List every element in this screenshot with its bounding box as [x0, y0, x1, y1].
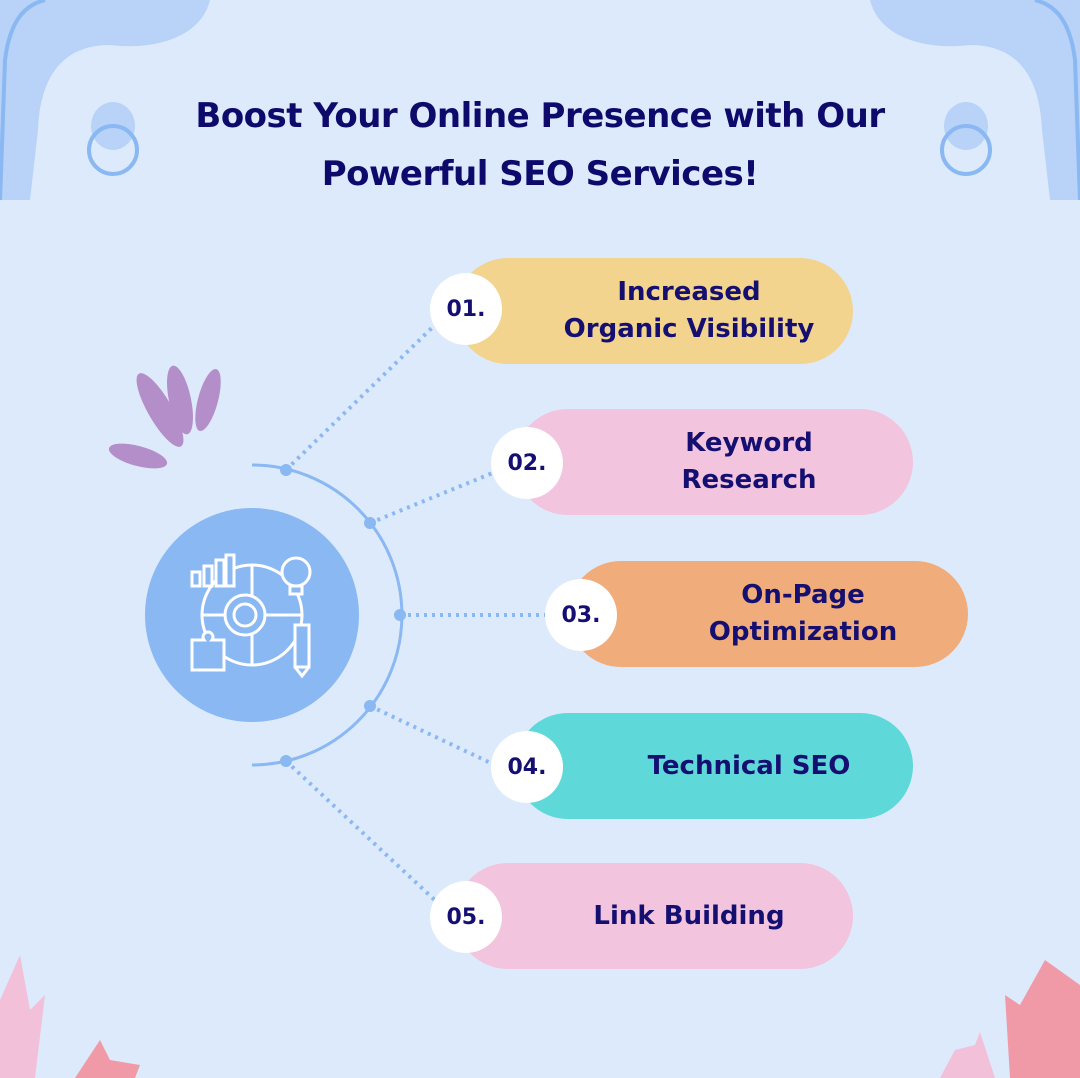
seo-strategy-icon	[190, 553, 312, 679]
title-line-2: Powerful SEO Services!	[321, 154, 759, 194]
service-label: Link Building	[593, 900, 785, 931]
service-number: 03.	[545, 579, 617, 651]
service-item-5: Link Building	[455, 863, 853, 969]
service-item-3: On-Page Optimization	[568, 561, 968, 667]
left-ring	[87, 124, 139, 176]
service-item-2: Keyword Research	[515, 409, 913, 515]
service-number: 02.	[491, 427, 563, 499]
service-label: Increased Organic Visibility	[563, 277, 815, 344]
service-label: Technical SEO	[647, 750, 851, 781]
top-right-line	[1034, 0, 1080, 201]
purple-leaves	[108, 365, 221, 469]
right-ring	[940, 124, 992, 176]
bottom-right-leaves	[940, 960, 1080, 1078]
top-left-line	[0, 0, 46, 201]
title-line-1: Boost Your Online Presence with Our	[195, 96, 885, 136]
service-number: 01.	[430, 273, 502, 345]
dotted-connectors	[284, 318, 545, 907]
top-right-blob	[870, 0, 1080, 200]
bottom-left-leaves	[0, 955, 140, 1078]
service-number: 05.	[430, 881, 502, 953]
service-item-1: Increased Organic Visibility	[455, 258, 853, 364]
service-item-4: Technical SEO	[515, 713, 913, 819]
service-number: 04.	[491, 731, 563, 803]
service-label: On-Page Optimization	[708, 580, 898, 647]
arc-dots	[280, 464, 406, 767]
service-label: Keyword Research	[681, 428, 817, 495]
top-left-blob	[0, 0, 210, 200]
